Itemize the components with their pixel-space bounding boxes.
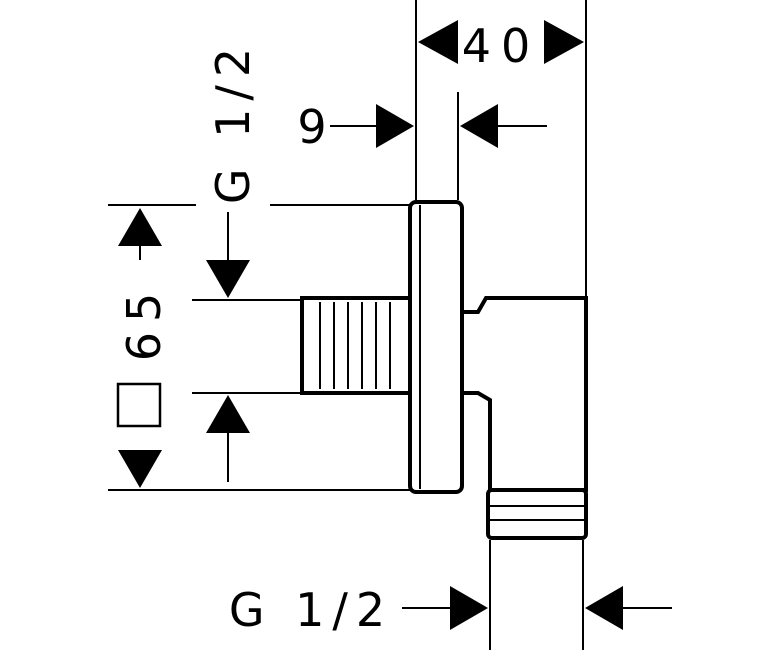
- threaded-nipple: [300, 296, 412, 395]
- arrow-9-left: [376, 104, 414, 148]
- part-outline: [300, 200, 588, 540]
- dim-flange-9: 9: [297, 100, 326, 154]
- arrow-thread-bottom-left: [450, 586, 488, 630]
- arrow-9-right: [460, 104, 498, 148]
- dim-thread-top: G 1/2: [206, 40, 260, 204]
- arrow-thread-top-up: [206, 395, 250, 433]
- dim-width-40: 40: [462, 19, 541, 73]
- extension-lines: [108, 0, 672, 650]
- dim-thread-bottom: G 1/2: [229, 583, 393, 637]
- dim-square-65: 65: [117, 283, 171, 362]
- arrow-65-up: [118, 208, 162, 246]
- dimension-arrows: [118, 20, 623, 630]
- arrow-40-right: [544, 20, 584, 64]
- thread-lines: [319, 302, 391, 389]
- arrow-65-down: [118, 450, 162, 488]
- flange: [408, 200, 464, 494]
- arrow-thread-top-down: [206, 260, 250, 298]
- outlet-nut: [486, 488, 588, 540]
- square-symbol: [116, 382, 162, 428]
- arrow-40-left: [418, 20, 458, 64]
- elbow-body: [456, 296, 588, 492]
- arrow-thread-bottom-right: [585, 586, 623, 630]
